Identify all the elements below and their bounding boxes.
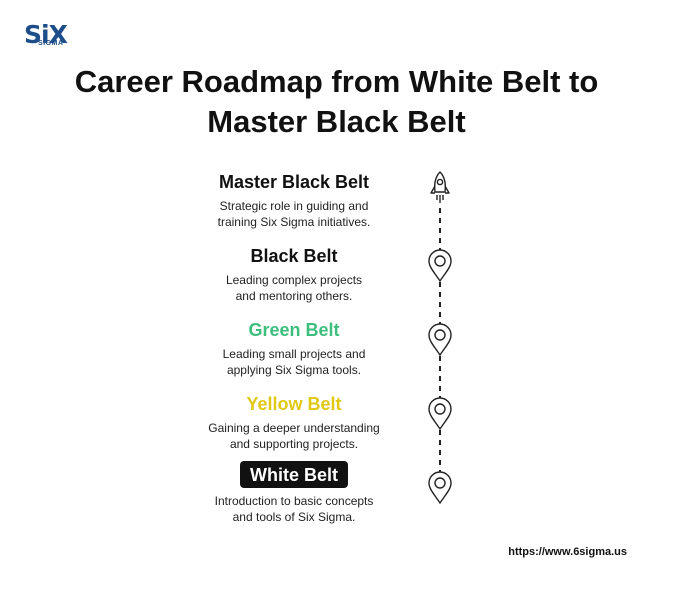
stage-description: Leading small projects and applying Six …: [186, 346, 402, 378]
stage-name: White Belt: [240, 461, 348, 488]
stage-name: Black Belt: [250, 246, 338, 266]
stage-desc-line: applying Six Sigma tools.: [226, 363, 362, 377]
stage-name: Master Black Belt: [218, 172, 370, 192]
location-pin-icon: [428, 323, 452, 357]
stage-desc-line: Leading complex projects: [225, 273, 363, 287]
stage-yellow-belt: Yellow Belt Gaining a deeper understandi…: [186, 393, 402, 452]
location-pin-icon: [428, 471, 452, 505]
location-pin-icon: [428, 397, 452, 431]
title-line-1: Career Roadmap from White Belt to: [74, 64, 599, 99]
stage-black-belt: Black Belt Leading complex projects and …: [186, 245, 402, 304]
stage-desc-line: and tools of Six Sigma.: [232, 510, 356, 524]
stage-desc-line: and supporting projects.: [229, 437, 359, 451]
logo-subtext: SIGMA: [38, 40, 64, 47]
stage-green-belt: Green Belt Leading small projects and ap…: [186, 319, 402, 378]
stage-description: Introduction to basic concepts and tools…: [186, 493, 402, 525]
stage-description: Leading complex projects and mentoring o…: [186, 272, 402, 304]
stage-description: Gaining a deeper understanding and suppo…: [186, 420, 402, 452]
stage-desc-line: Leading small projects and: [222, 347, 366, 361]
location-pin-icon: [428, 249, 452, 283]
stage-name: Green Belt: [248, 320, 340, 340]
page-title: Career Roadmap from White Belt to Master…: [0, 62, 673, 142]
stage-desc-line: Gaining a deeper understanding: [208, 421, 380, 435]
six-sigma-logo: SiX SIGMA: [24, 18, 74, 54]
stage-master-black-belt: Master Black Belt Strategic role in guid…: [186, 171, 402, 230]
source-url: https://www.6sigma.us: [508, 546, 627, 558]
stage-description: Strategic role in guiding and training S…: [186, 198, 402, 230]
stage-desc-line: Introduction to basic concepts: [214, 494, 374, 508]
stage-name: Yellow Belt: [246, 394, 342, 414]
logo-wordmark: SiX: [24, 20, 68, 49]
rocket-icon: [430, 171, 450, 203]
roadmap-track: [428, 171, 452, 505]
title-line-2: Master Black Belt: [207, 104, 466, 139]
stage-white-belt: White Belt Introduction to basic concept…: [186, 461, 402, 525]
stage-desc-line: Strategic role in guiding and: [219, 199, 369, 213]
stage-desc-line: training Six Sigma initiatives.: [217, 215, 371, 229]
stage-desc-line: and mentoring others.: [235, 289, 353, 303]
